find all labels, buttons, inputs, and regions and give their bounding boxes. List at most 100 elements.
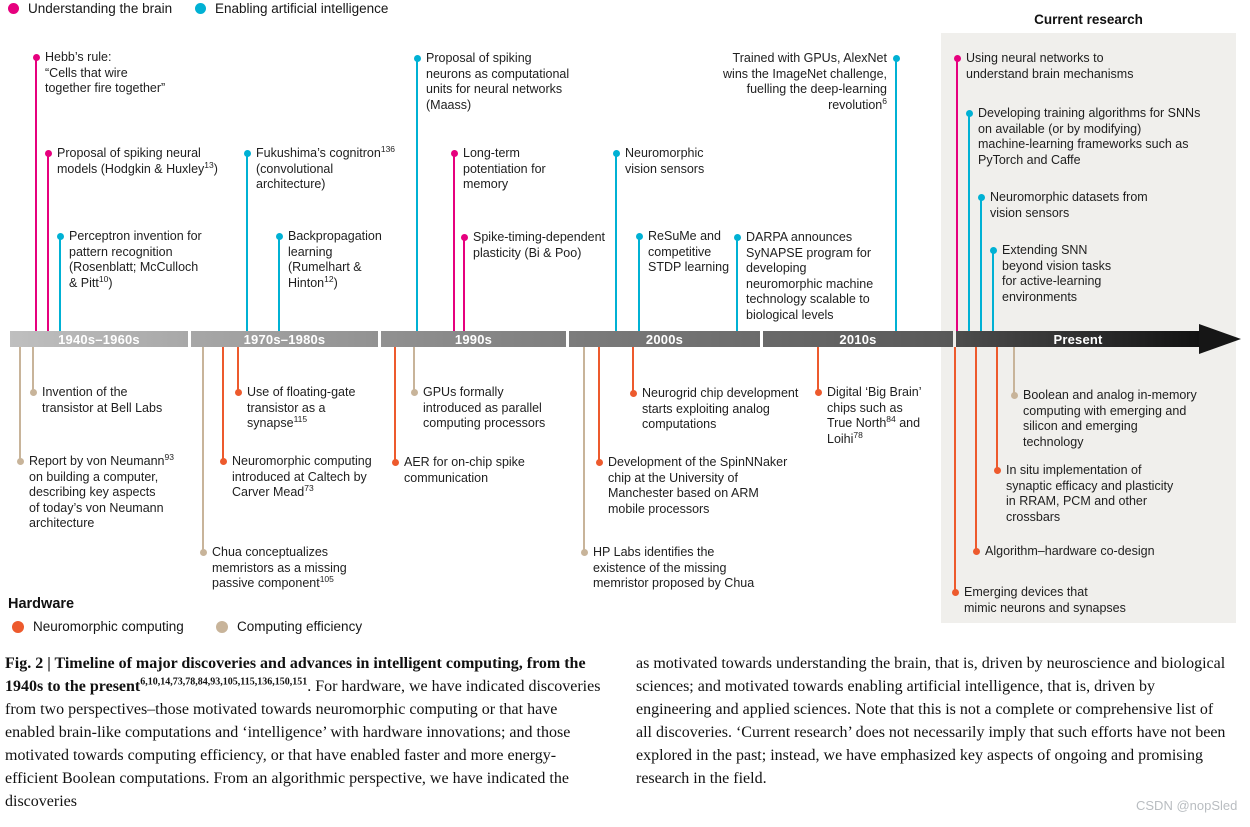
event-stem <box>453 153 455 331</box>
event-label: Extending SNN beyond vision tasks for ac… <box>1002 243 1112 304</box>
event-stem <box>237 347 239 392</box>
event-label: Neuromorphic computing introduced at Cal… <box>232 454 372 499</box>
event-label: Fukushima’s cognitron136 (convolutional … <box>256 143 396 191</box>
legend-label: Computing efficiency <box>237 619 363 634</box>
event-dot-icon <box>32 53 40 61</box>
ai-legend-dot-icon <box>195 3 206 14</box>
event-label: Hebb’s rule: “Cells that wire together f… <box>45 50 166 95</box>
event-stem <box>980 197 982 331</box>
axis-segment-1940s–1960s: 1940s–1960s <box>10 331 188 347</box>
event-stem <box>583 347 585 552</box>
event-stem <box>817 347 819 392</box>
event-dot-icon <box>733 233 741 241</box>
event-label: AER for on-chip spike communication <box>404 455 525 485</box>
event-dot-icon <box>951 588 959 596</box>
legend-item-computing-efficiency: Computing efficiency <box>216 619 362 634</box>
event-label: Perceptron invention for pattern recogni… <box>69 229 202 290</box>
event-dot-icon <box>814 388 822 396</box>
event-label: Neuromorphic datasets from vision sensor… <box>990 190 1148 220</box>
legend-label: Understanding the brain <box>28 1 173 16</box>
event-dot-icon <box>595 458 603 466</box>
event-label: In situ implementation of synaptic effic… <box>1006 463 1174 524</box>
caption-right-text: as motivated towards understanding the b… <box>636 655 1226 787</box>
event-stem <box>416 58 418 331</box>
caption-left-column: Fig. 2 | Timeline of major discoveries a… <box>5 652 605 813</box>
legend-label: Enabling artificial intelligence <box>215 1 389 16</box>
event-stem <box>956 58 958 331</box>
event-dot-icon <box>977 193 985 201</box>
legend-item-neuromorphic-computing: Neuromorphic computing <box>12 619 184 634</box>
event-label: Developing training algorithms for SNNs … <box>978 106 1201 167</box>
event-dot-icon <box>993 466 1001 474</box>
event-stem <box>19 347 21 461</box>
event-stem <box>954 347 956 592</box>
event-label: GPUs formally introduced as parallel com… <box>423 385 546 430</box>
event-stem <box>202 347 204 552</box>
event-stem <box>394 347 396 462</box>
axis-segment-2000s: 2000s <box>569 331 760 347</box>
event-dot-icon <box>234 388 242 396</box>
axis-segment-Present: Present <box>956 331 1200 347</box>
event-dot-icon <box>29 388 37 396</box>
event-stem <box>992 250 994 331</box>
event-label: Use of floating-gate transistor as a syn… <box>247 385 356 430</box>
event-dot-icon <box>612 149 620 157</box>
event-label: Neuromorphic vision sensors <box>625 146 705 176</box>
event-dot-icon <box>44 149 52 157</box>
event-stem <box>975 347 977 551</box>
event-dot-icon <box>629 389 637 397</box>
event-label: Proposal of spiking neural models (Hodgk… <box>57 146 218 176</box>
event-stem <box>638 236 640 331</box>
axis-segment-1970s–1980s: 1970s–1980s <box>191 331 378 347</box>
neuromorphic-legend-dot-icon <box>12 620 24 633</box>
event-label: Development of the SpinNNaker chip at th… <box>608 455 788 516</box>
event-dot-icon <box>219 457 227 465</box>
event-dot-icon <box>580 548 588 556</box>
hardware-section-title: Hardware <box>8 596 75 612</box>
event-label: DARPA announces SyNAPSE program for deve… <box>746 230 874 322</box>
efficiency-legend-dot-icon <box>216 620 228 633</box>
brain-legend-dot-icon <box>8 3 19 14</box>
timeline-arrowhead-icon <box>1199 324 1241 354</box>
event-label: Digital ‘Big Brain’ chips such as True N… <box>827 385 922 446</box>
event-label: Invention of the transistor at Bell Labs <box>42 385 163 415</box>
event-stem <box>736 237 738 331</box>
event-stem <box>598 347 600 462</box>
event-stem <box>632 347 634 393</box>
current-research-panel <box>941 33 1236 623</box>
caption-figure-title: Fig. 2 | Timeline of major discoveries a… <box>5 655 586 695</box>
current-research-title: Current research <box>1034 12 1143 27</box>
event-dot-icon <box>410 388 418 396</box>
event-dot-icon <box>965 109 973 117</box>
axis-segment-1990s: 1990s <box>381 331 566 347</box>
event-stem <box>32 347 34 392</box>
event-label: Report by von Neumann93 on building a co… <box>29 451 174 530</box>
event-label: Backpropagation learning (Rumelhart & Hi… <box>288 229 382 290</box>
event-dot-icon <box>953 54 961 62</box>
event-stem <box>59 236 61 331</box>
event-label: Algorithm–hardware co-design <box>985 544 1155 558</box>
event-dot-icon <box>450 149 458 157</box>
event-dot-icon <box>460 233 468 241</box>
event-label: Proposal of spiking neurons as computati… <box>426 51 570 112</box>
event-dot-icon <box>989 246 997 254</box>
event-dot-icon <box>413 54 421 62</box>
caption-right-column: as motivated towards understanding the b… <box>636 652 1233 790</box>
event-label: Chua conceptualizes memristors as a miss… <box>212 545 347 590</box>
event-stem <box>895 58 897 331</box>
event-label: Trained with GPUs, AlexNet wins the Imag… <box>723 51 887 112</box>
axis-segment-2010s: 2010s <box>763 331 953 347</box>
event-label: Boolean and analog in-memory computing w… <box>1023 388 1197 449</box>
event-label: Using neural networks to understand brai… <box>966 51 1134 81</box>
event-dot-icon <box>275 232 283 240</box>
event-stem <box>968 113 970 331</box>
watermark: CSDN @nopSled <box>1136 798 1238 813</box>
event-stem <box>1013 347 1015 395</box>
event-dot-icon <box>243 149 251 157</box>
event-stem <box>246 153 248 331</box>
event-stem <box>278 236 280 331</box>
event-label: Neurogrid chip development starts exploi… <box>642 386 799 431</box>
legend-item-enabling-ai: Enabling artificial intelligence <box>195 1 388 16</box>
event-stem <box>463 237 465 331</box>
